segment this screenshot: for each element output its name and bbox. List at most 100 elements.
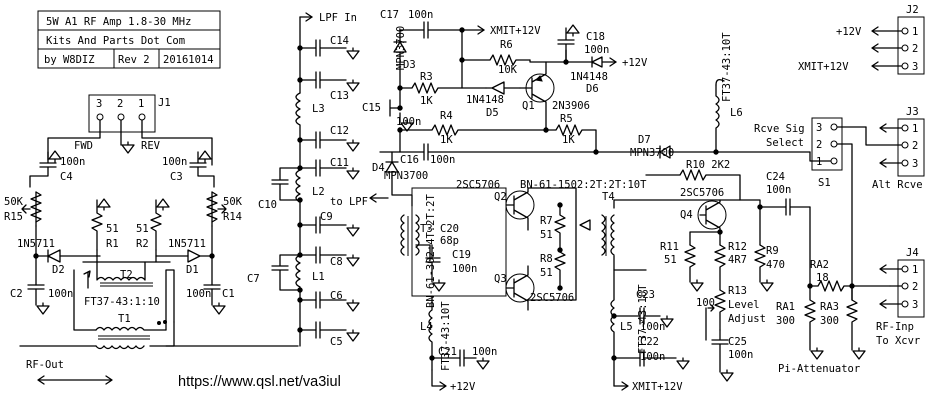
- r4-ref: R4: [440, 110, 453, 122]
- ra2-value: 18: [816, 272, 829, 284]
- d6-type: 1N4148: [570, 71, 608, 83]
- junction-dots: [33, 27, 855, 361]
- r14-ref: R14: [223, 211, 242, 223]
- j2-net3: XMIT+12V: [798, 61, 849, 73]
- to-lpf-label: to LPF: [330, 196, 368, 208]
- fwd-label: FWD: [74, 140, 93, 152]
- c14-ref: C14: [330, 35, 349, 47]
- r12-ref: R12: [728, 241, 747, 253]
- l5-ref: L5: [620, 321, 633, 333]
- fwd-detector: 100n C4 50K R15 1N5711 D2 C2 100n: [4, 150, 101, 315]
- j3-caption: Alt Rcve: [872, 179, 923, 191]
- r13-ref: R13: [728, 285, 747, 297]
- connector-j1: 3 2 1 J1 FWD REV: [47, 94, 213, 166]
- l2-ref: L2: [312, 186, 325, 198]
- connector-j2: J2 1 2 3 +12V XMIT+12V: [798, 4, 925, 75]
- s1-pin1: 1: [816, 156, 822, 168]
- q4-ref: Q4: [680, 209, 693, 221]
- d4-type: MPN3700: [384, 170, 428, 182]
- d3-ref: D3: [403, 59, 416, 71]
- d2-ref: D2: [52, 264, 65, 276]
- t1-ref: T1: [118, 313, 131, 325]
- low-pass-filter: LPF In C14 C13 L3 C12 C11 C10 L2 C9 C8: [247, 12, 389, 348]
- push-pull-stage: BN-61-302:4T:2T:2T T3 C20 68p C19 100n Q…: [400, 179, 717, 393]
- r9-value: 470: [766, 259, 785, 271]
- t2-ref: T2: [120, 269, 133, 281]
- l6-ref: L6: [730, 107, 743, 119]
- c16-ref: C16: [400, 154, 419, 166]
- t3-spec: BN-61-302:4T:2T:2T: [425, 194, 437, 308]
- t2-spec: FT37-43:1:10: [84, 296, 160, 308]
- c24-value: 100n: [766, 184, 791, 196]
- rf-out: RF-Out: [26, 359, 113, 385]
- c18-ref: C18: [586, 31, 605, 43]
- r13-value: 100: [696, 297, 715, 309]
- ra1-ref: RA1: [776, 301, 795, 313]
- r7-ref: R7: [540, 215, 553, 227]
- rev-label: REV: [141, 140, 161, 152]
- website-url[interactable]: https://www.qsl.net/va3iul: [178, 374, 341, 390]
- rev-detector: 100n C3 50K R14 1N5711 D1 100n C1: [155, 150, 243, 315]
- connector-j4: J4 1 2 3 RF-Inp To Xcvr: [876, 247, 925, 347]
- d5-ref: D5: [486, 107, 499, 119]
- r1-r2-network: 51 R1 51 R2: [91, 198, 170, 263]
- c7-ref: C7: [247, 273, 260, 285]
- r9-ref: R9: [766, 245, 779, 257]
- q4-type: 2SC5706: [680, 187, 724, 199]
- c23-value: 100n: [640, 321, 665, 333]
- j2-pin3: 3: [912, 61, 918, 73]
- xmit12-top-label: XMIT+12V: [490, 25, 541, 37]
- c17-ref: C17: [380, 9, 399, 21]
- j4-caption1: RF-Inp: [876, 321, 914, 333]
- j3-pin3: 3: [912, 158, 918, 170]
- transformer-t1-t2: T2 FT37-43:1:10 T1: [19, 261, 299, 350]
- ra1-value: 300: [776, 315, 795, 327]
- j2-pin2: 2: [912, 43, 918, 55]
- c4-ref: C4: [60, 171, 73, 183]
- r2-ref: R2: [136, 238, 149, 250]
- c8-ref: C8: [330, 256, 343, 268]
- r6-value: 10K: [498, 64, 518, 76]
- title-line1: 5W A1 RF Amp 1.8-30 MHz: [46, 16, 191, 28]
- bias-switching: C17 100n XMIT+12V MPN3700 D3 R3 1K R6 10…: [362, 9, 811, 207]
- driver-stage: R10 2K2 2SC5706 Q4 R11 51 R12 4R7 100 R1…: [610, 159, 811, 393]
- lpf-in-label: LPF In: [319, 12, 357, 24]
- q2-type: 2SC5706: [456, 179, 500, 191]
- r11-ref: R11: [660, 241, 679, 253]
- q1-type: 2N3906: [552, 100, 590, 112]
- c21-value: 100n: [472, 346, 497, 358]
- c20-value: 68p: [440, 235, 459, 247]
- c22-ref: C22: [640, 336, 659, 348]
- title-author: by W8DIZ: [44, 54, 95, 66]
- j3-pin1: 1: [912, 123, 918, 135]
- q1-ref: Q1: [522, 100, 535, 112]
- c13-ref: C13: [330, 90, 349, 102]
- l3-ref: L3: [312, 103, 325, 115]
- connector-j3: J3 1 2 3 Alt Rcve: [865, 106, 925, 191]
- q2-ref: Q2: [494, 191, 507, 203]
- r6-ref: R6: [500, 39, 513, 51]
- c9-ref: C9: [320, 211, 333, 223]
- rf-out-label: RF-Out: [26, 359, 64, 371]
- c2-value: 100n: [48, 288, 73, 300]
- t3-ref: T3: [420, 223, 433, 235]
- r13-desc2: Adjust: [728, 313, 766, 325]
- d3-type: MPN3700: [395, 26, 407, 70]
- c5-ref: C5: [330, 336, 343, 348]
- d4-ref: D4: [372, 162, 385, 174]
- r15-ref: R15: [4, 211, 23, 223]
- d1-type: 1N5711: [168, 238, 206, 250]
- d1-ref: D1: [186, 264, 199, 276]
- c20-ref: C20: [440, 223, 459, 235]
- t4-ref: T4: [602, 191, 615, 203]
- r3-ref: R3: [420, 71, 433, 83]
- c25-ref: C25: [728, 336, 747, 348]
- j4-caption2: To Xcvr: [876, 335, 920, 347]
- r5-ref: R5: [560, 113, 573, 125]
- j3-pin2: 2: [912, 140, 918, 152]
- l1-ref: L1: [312, 271, 325, 283]
- j2-pin1: 1: [912, 26, 918, 38]
- c21-ref: C21: [438, 346, 457, 358]
- c22-value: 100n: [640, 351, 665, 363]
